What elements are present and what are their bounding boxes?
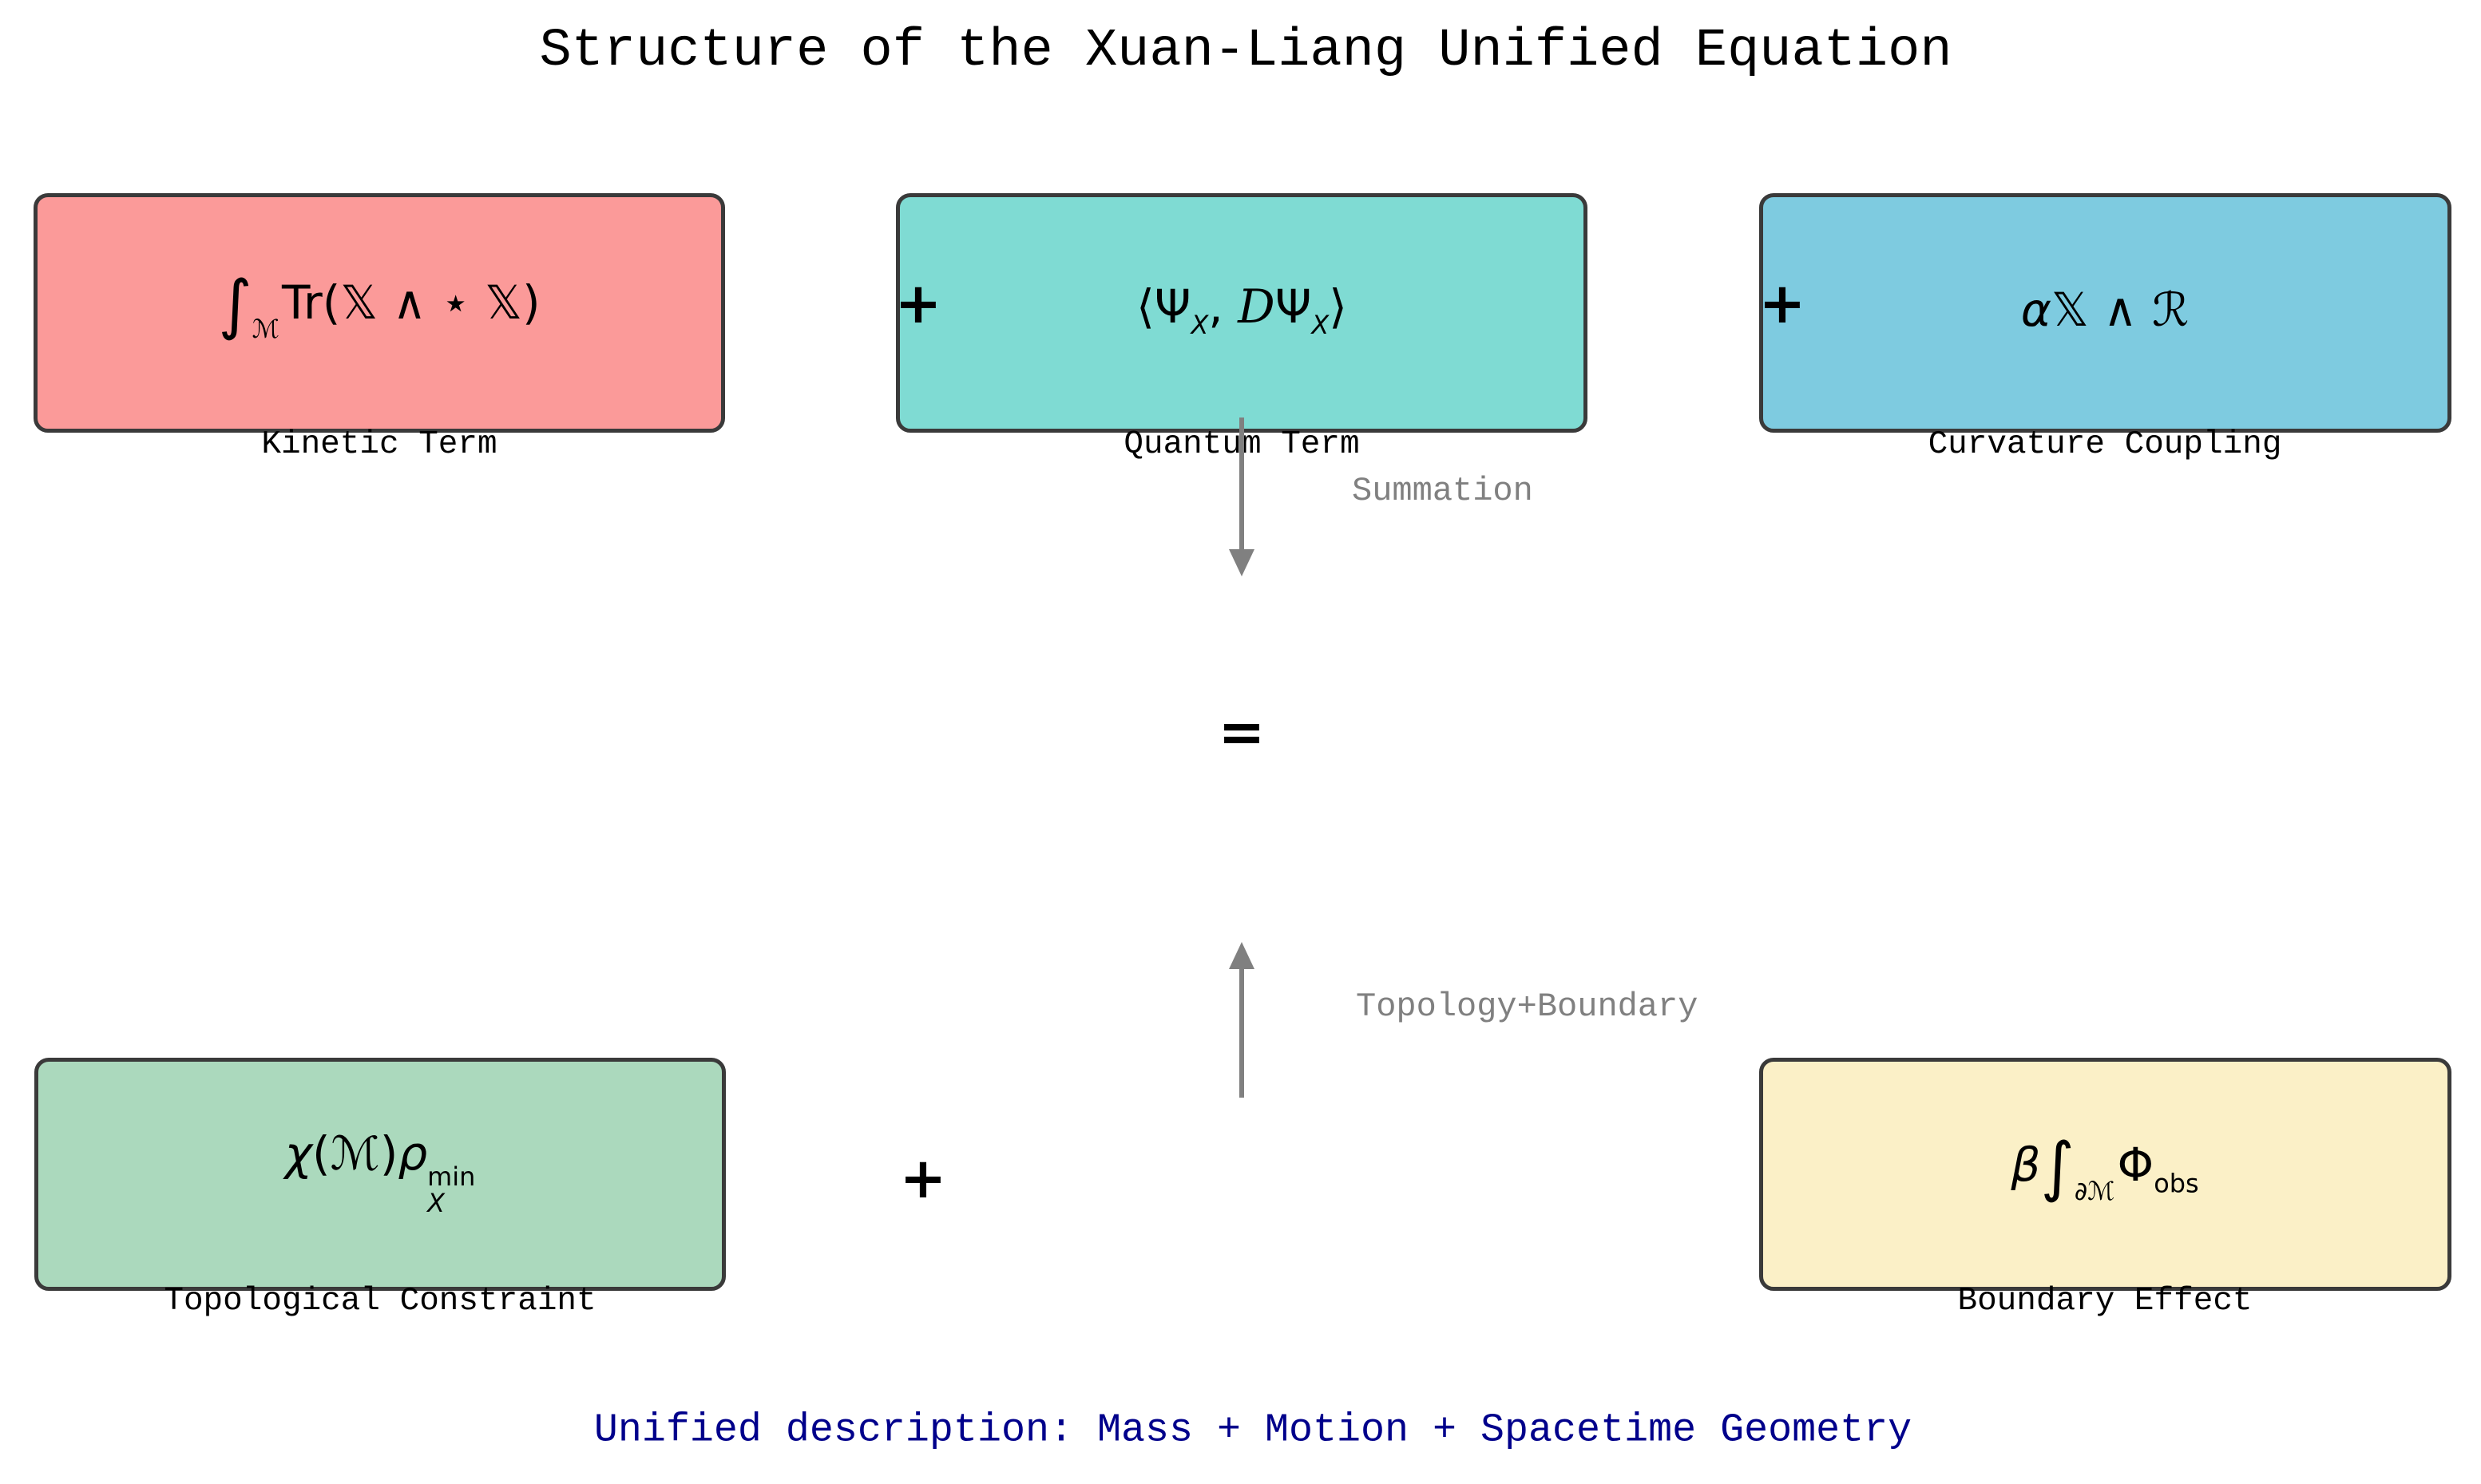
topological-constraint-label: Topological Constraint [164,1283,596,1320]
arrow-up-head-icon [1229,942,1254,969]
topology-boundary-label: Topology+Boundary [1356,987,1698,1026]
curvature-coupling-label: Curvature Coupling [1928,426,2282,463]
plus-operator-top-1: + [894,271,942,336]
boundary-effect-box [1759,1058,2451,1291]
curvature-formula: α𝕏 ∧ ℛ [2020,283,2190,337]
kinetic-term-box [34,193,725,433]
kinetic-formula: ∫ℳTr(𝕏 ∧ ⋆ 𝕏) [218,267,541,344]
summation-label: Summation [1352,472,1533,510]
kinetic-term-label: Kinetic Term [261,426,497,463]
plus-operator-bottom: + [899,1146,947,1211]
boundary-formula: β∫∂ℳΦobs [2011,1129,2199,1206]
quantum-term-box [896,193,1587,433]
curvature-coupling-box [1759,193,2451,433]
quantum-formula: ⟨ΨX, DΨX⟩ [1136,279,1347,341]
arrow-shaft [1239,968,1244,1098]
boundary-effect-label: Boundary Effect [1957,1283,2253,1320]
topological-constraint-box [34,1058,726,1291]
diagram-title: Structure of the Xuan-Liang Unified Equa… [539,21,1952,81]
plus-operator-top-2: + [1758,271,1806,336]
arrow-shaft [1239,417,1244,551]
equals-operator: = [1218,699,1266,765]
footer-caption: Unified description: Mass + Motion + Spa… [593,1407,1912,1454]
arrow-down-head-icon [1229,549,1254,576]
